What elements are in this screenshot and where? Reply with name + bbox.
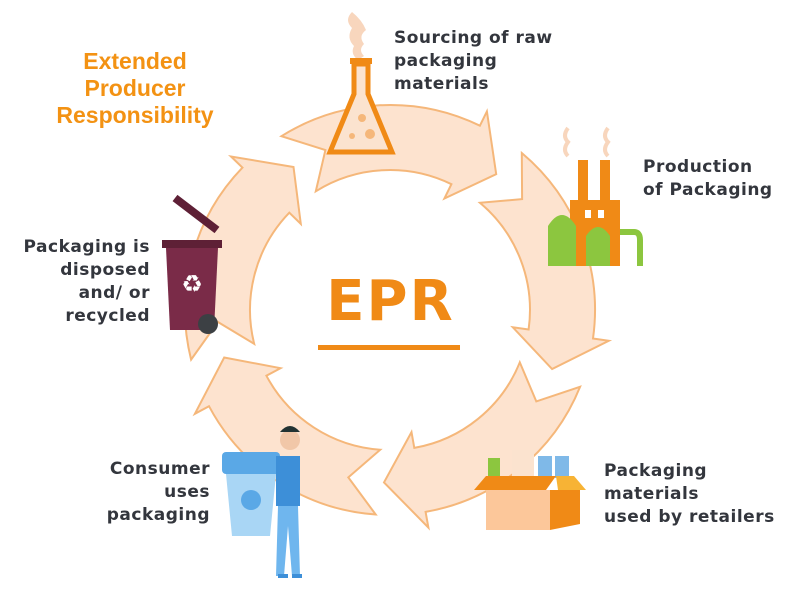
cycle-arrow-retail (382, 359, 582, 531)
diagram-title: Extended Producer Responsibility (40, 48, 230, 129)
title-line: Responsibility (56, 102, 214, 128)
cycle-arrow-production (477, 150, 613, 371)
label-line: disposed (60, 260, 150, 280)
label-line: materials (604, 484, 699, 504)
label-line: used by retailers (604, 507, 775, 527)
title-line: Producer (84, 75, 186, 101)
label-line: uses (164, 482, 210, 502)
title-line: Extended (83, 48, 187, 74)
step-retail-label: Packaging materials used by retailers (604, 460, 775, 529)
label-line: Production (643, 157, 753, 177)
flask-icon (326, 12, 396, 155)
center-label: EPR (326, 269, 455, 334)
label-line: packaging (106, 505, 210, 525)
recycle-bin-icon: ♻ (162, 194, 222, 334)
step-production-label: Production of Packaging (643, 156, 773, 202)
factory-icon (548, 126, 643, 266)
box-icon (474, 450, 586, 530)
label-line: of Packaging (643, 180, 773, 200)
step-disposal-label: Packaging is disposed and/ or recycled (24, 236, 150, 328)
label-line: and/ or (78, 283, 150, 303)
label-line: Packaging (604, 461, 708, 481)
consumer-icon (222, 426, 302, 578)
step-sourcing-label: Sourcing of raw packaging materials (394, 27, 553, 96)
svg-text:♻: ♻ (181, 270, 203, 298)
center-label-underline (318, 345, 460, 350)
label-line: recycled (65, 306, 150, 326)
label-line: Sourcing of raw (394, 28, 553, 48)
step-consumer-label: Consumer uses packaging (107, 458, 210, 527)
label-line: Consumer (109, 459, 210, 479)
label-line: packaging (394, 51, 498, 71)
label-line: Packaging is (23, 237, 150, 257)
label-line: materials (394, 74, 489, 94)
